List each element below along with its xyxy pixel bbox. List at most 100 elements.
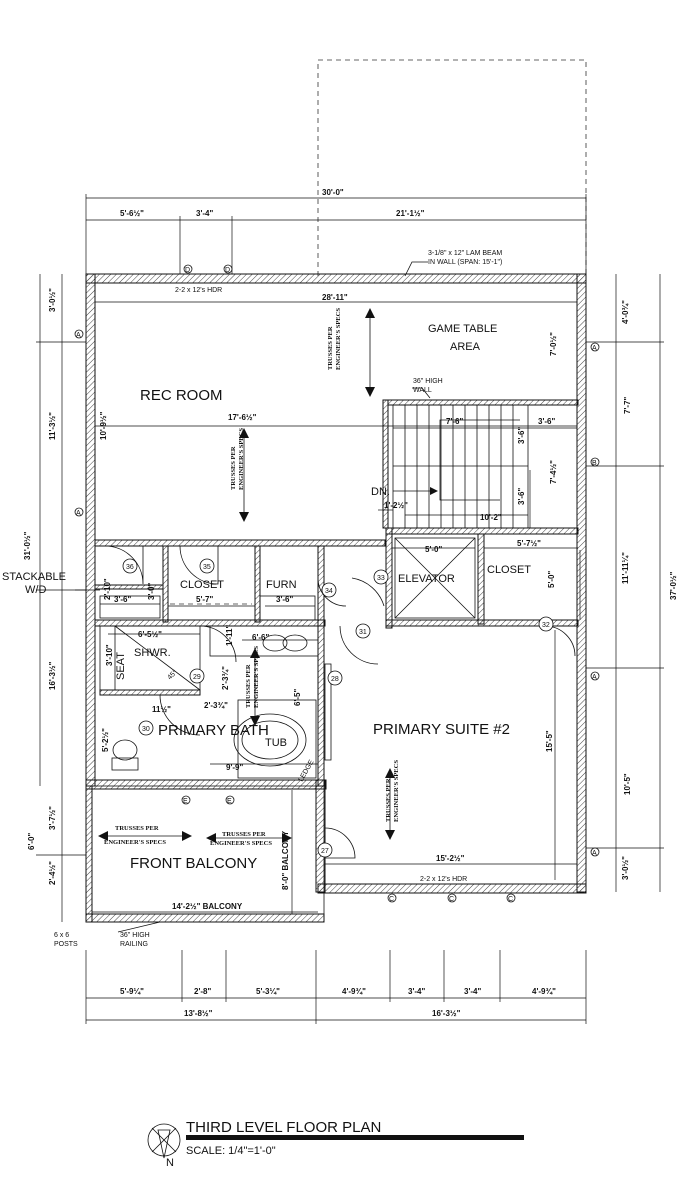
note-header-bottom: 2-2 x 12's HDR [420,876,467,883]
window-tag: A [592,345,597,352]
dim-text: 7'-0½" [549,332,558,356]
dim-text: 16'-3½" [48,661,57,690]
dim-text: 5'-7½" [517,539,541,548]
dim-text: 37'-0½" [669,571,678,600]
door-tag: 34 [325,588,333,595]
dim-text: 2'-8" [194,987,211,996]
dim-text: 5'-0" [547,571,556,588]
dim-text: 3'-4" [464,987,481,996]
dim-text: 9'-9" [226,763,243,772]
room-label-primary-suite: PRIMARY SUITE #2 [373,721,510,738]
exterior-walls [85,273,587,923]
window-tag: A [592,850,597,857]
door-tag: 28 [331,676,339,683]
dim-text: 3'-10" [105,644,114,666]
dim-text: 1'-11" [225,625,234,646]
dim-text: 7'-7" [623,397,632,414]
dim-text: 17'-6½" [228,413,257,422]
note-posts: 6 x 6 [54,932,69,939]
room-label-rec-room: REC ROOM [140,387,223,404]
dim-text: 15'-2½" [436,854,465,863]
dim-text: 5'-3¼" [256,987,280,996]
door-tag: 33 [377,575,385,582]
window-tag: E [183,798,188,805]
dim-text: 3'-6" [538,417,555,426]
window-tag: C [389,896,394,903]
note-trusses-2: TRUSSES PER [230,446,237,490]
dim-text: 1'-2½" [384,501,408,510]
note-balcony-width: 14'-2½" BALCONY [172,902,243,911]
window-tag: E [227,798,232,805]
dim-text: 45° [166,668,179,681]
dim-text: 30'-0" [322,188,344,197]
note-trusses-2b: ENGINEER'S SPECS [238,428,245,490]
dim-text: 3'-6" [114,595,131,604]
dim-text: 3'-0" [147,583,156,600]
dim-text: 11'-11¼" [621,552,630,584]
door-swings [104,545,576,859]
dim-text: 7'-4½" [549,460,558,484]
note-lam-beam: 3-1/8" x 12" LAM BEAM [428,250,502,257]
dim-text: 3'-4" [196,209,213,218]
dim-text: 28'-11" [322,293,348,302]
room-label-primary-bath: PRIMARY BATH [158,722,269,739]
drawing-title: THIRD LEVEL FLOOR PLAN [186,1119,381,1136]
window-tag: D [225,267,230,274]
closet-shelves [99,595,316,621]
dim-text: 11½" [152,705,171,714]
dim-text: 21'-1½" [396,209,425,218]
note-trusses-1: TRUSSES PER [327,326,334,370]
dim-text: 10'-5" [623,773,632,795]
north-label: N [166,1157,174,1169]
dim-text: 5'-9¼" [120,987,144,996]
window-tag: D [185,267,190,274]
room-label-seat: SEAT [115,652,127,680]
note-trusses-5: TRUSSES PER [115,825,159,832]
room-label-game-table: GAME TABLE [428,323,497,335]
label-ledge: LEDGE [298,759,316,783]
dim-text: 5'-7" [196,595,213,604]
dim-text: 11'-3½" [48,412,57,440]
dim-text: 2'-4½" [48,861,57,885]
dim-text: 2'-10" [103,578,112,600]
dim-text: 6'-5" [293,689,302,706]
window-tags: D D A A A B A A E E C C C [74,264,600,903]
dim-text: 4'-9¾" [342,987,366,996]
note-railing-2: RAILING [120,941,148,948]
staircase [392,404,529,529]
room-label-tub: TUB [265,737,287,749]
window-tag: C [449,896,454,903]
room-label-shower: SHWR. [134,647,171,659]
dim-text: 31'-0½" [23,531,32,560]
note-trusses-4b: ENGINEER'S SPECS [393,760,400,822]
elevator-shaft [394,537,476,619]
dimension-texts: 30'-0" 5'-6½" 3'-4" 21'-1½" 28'-11" 17'-… [23,188,678,1018]
leader-lines [75,261,438,933]
bath-fixtures [99,625,332,779]
drawing-scale: SCALE: 1/4"=1'-0" [186,1145,276,1157]
dim-text: 6'-0" [27,833,36,850]
note-railing: 36" HIGH [120,932,150,939]
dim-text: 2'-3¾" [204,701,228,710]
note-trusses-5b: ENGINEER'S SPECS [104,839,166,846]
dim-text: 4'-9¾" [532,987,556,996]
dim-text: 3'-7½" [48,806,57,830]
dim-text: 3'-6" [276,595,293,604]
dim-text: 7'-6" [446,417,463,426]
note-stackable: STACKABLE [2,571,66,583]
dim-text: 16'-3½" [432,1009,461,1018]
dim-text: 5'-2½" [101,728,110,752]
dim-text: 15'-5" [545,730,554,752]
window-tag: C [508,896,513,903]
door-tag: 35 [203,564,211,571]
note-trusses-1b: ENGINEER'S SPECS [335,308,342,370]
dim-text: 3'-6" [517,427,526,444]
note-trusses-3: TRUSSES PER [245,664,252,708]
note-trusses-3b: ENGINEER'S SPECS [253,646,260,708]
note-header-top: 2-2 x 12's HDR [175,287,222,294]
dim-text: 3'-4" [408,987,425,996]
note-trusses-6b: ENGINEER'S SPECS [210,840,272,847]
dim-text: 6'-5½" [138,630,162,639]
title-block: N THIRD LEVEL FLOOR PLAN SCALE: 1/4"=1'-… [147,1119,524,1169]
